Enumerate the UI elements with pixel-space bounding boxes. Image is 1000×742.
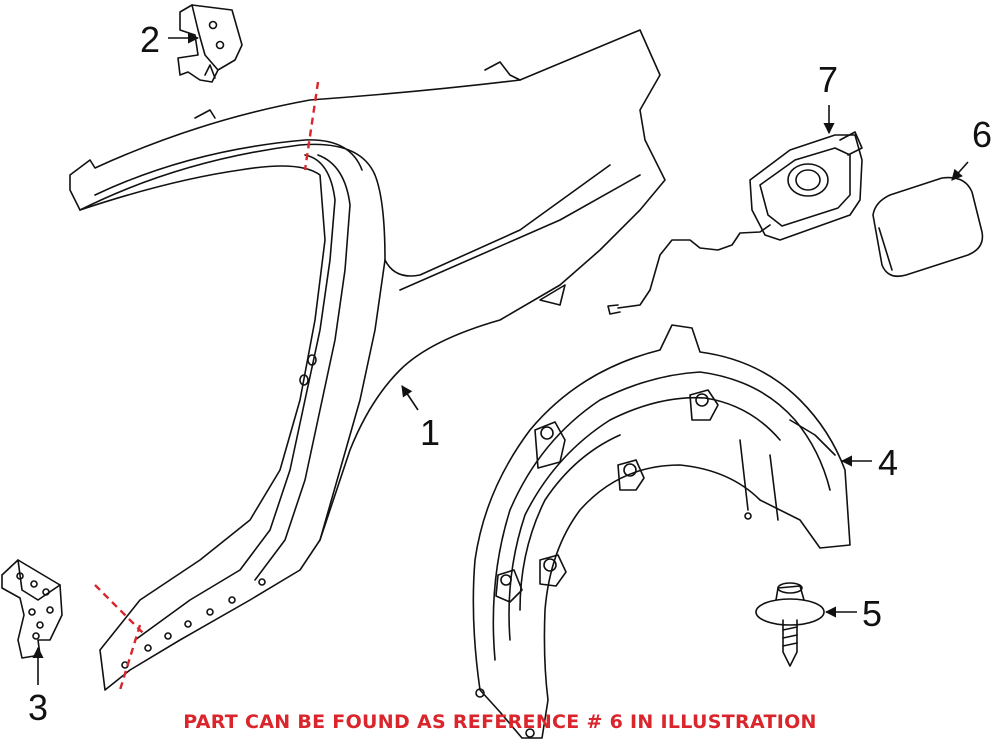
leader-arrow-1 bbox=[401, 385, 419, 411]
wheelhouse-liner-part-4 bbox=[472, 324, 851, 739]
leader-arrow-6 bbox=[951, 161, 969, 181]
bracket-part-3 bbox=[1, 559, 63, 659]
callout-4: 4 bbox=[878, 442, 899, 483]
callout-3: 3 bbox=[28, 687, 49, 728]
callout-1: 1 bbox=[420, 412, 441, 453]
callout-7: 7 bbox=[818, 59, 839, 100]
fuel-door-part-6 bbox=[872, 176, 984, 278]
callout-5: 5 bbox=[862, 593, 883, 634]
cut-line-upper bbox=[303, 81, 320, 171]
screw-part-5 bbox=[755, 582, 825, 667]
cut-line-lower-1 bbox=[94, 584, 146, 636]
fuel-filler-housing-part-7 bbox=[607, 131, 863, 315]
footer-note: PART CAN BE FOUND AS REFERENCE # 6 IN IL… bbox=[183, 711, 817, 733]
cut-line-lower-2 bbox=[118, 624, 142, 691]
quarter-panel-part-1 bbox=[69, 29, 666, 691]
callout-2: 2 bbox=[140, 19, 161, 60]
bracket-part-2 bbox=[177, 4, 243, 83]
callout-6: 6 bbox=[972, 114, 993, 155]
